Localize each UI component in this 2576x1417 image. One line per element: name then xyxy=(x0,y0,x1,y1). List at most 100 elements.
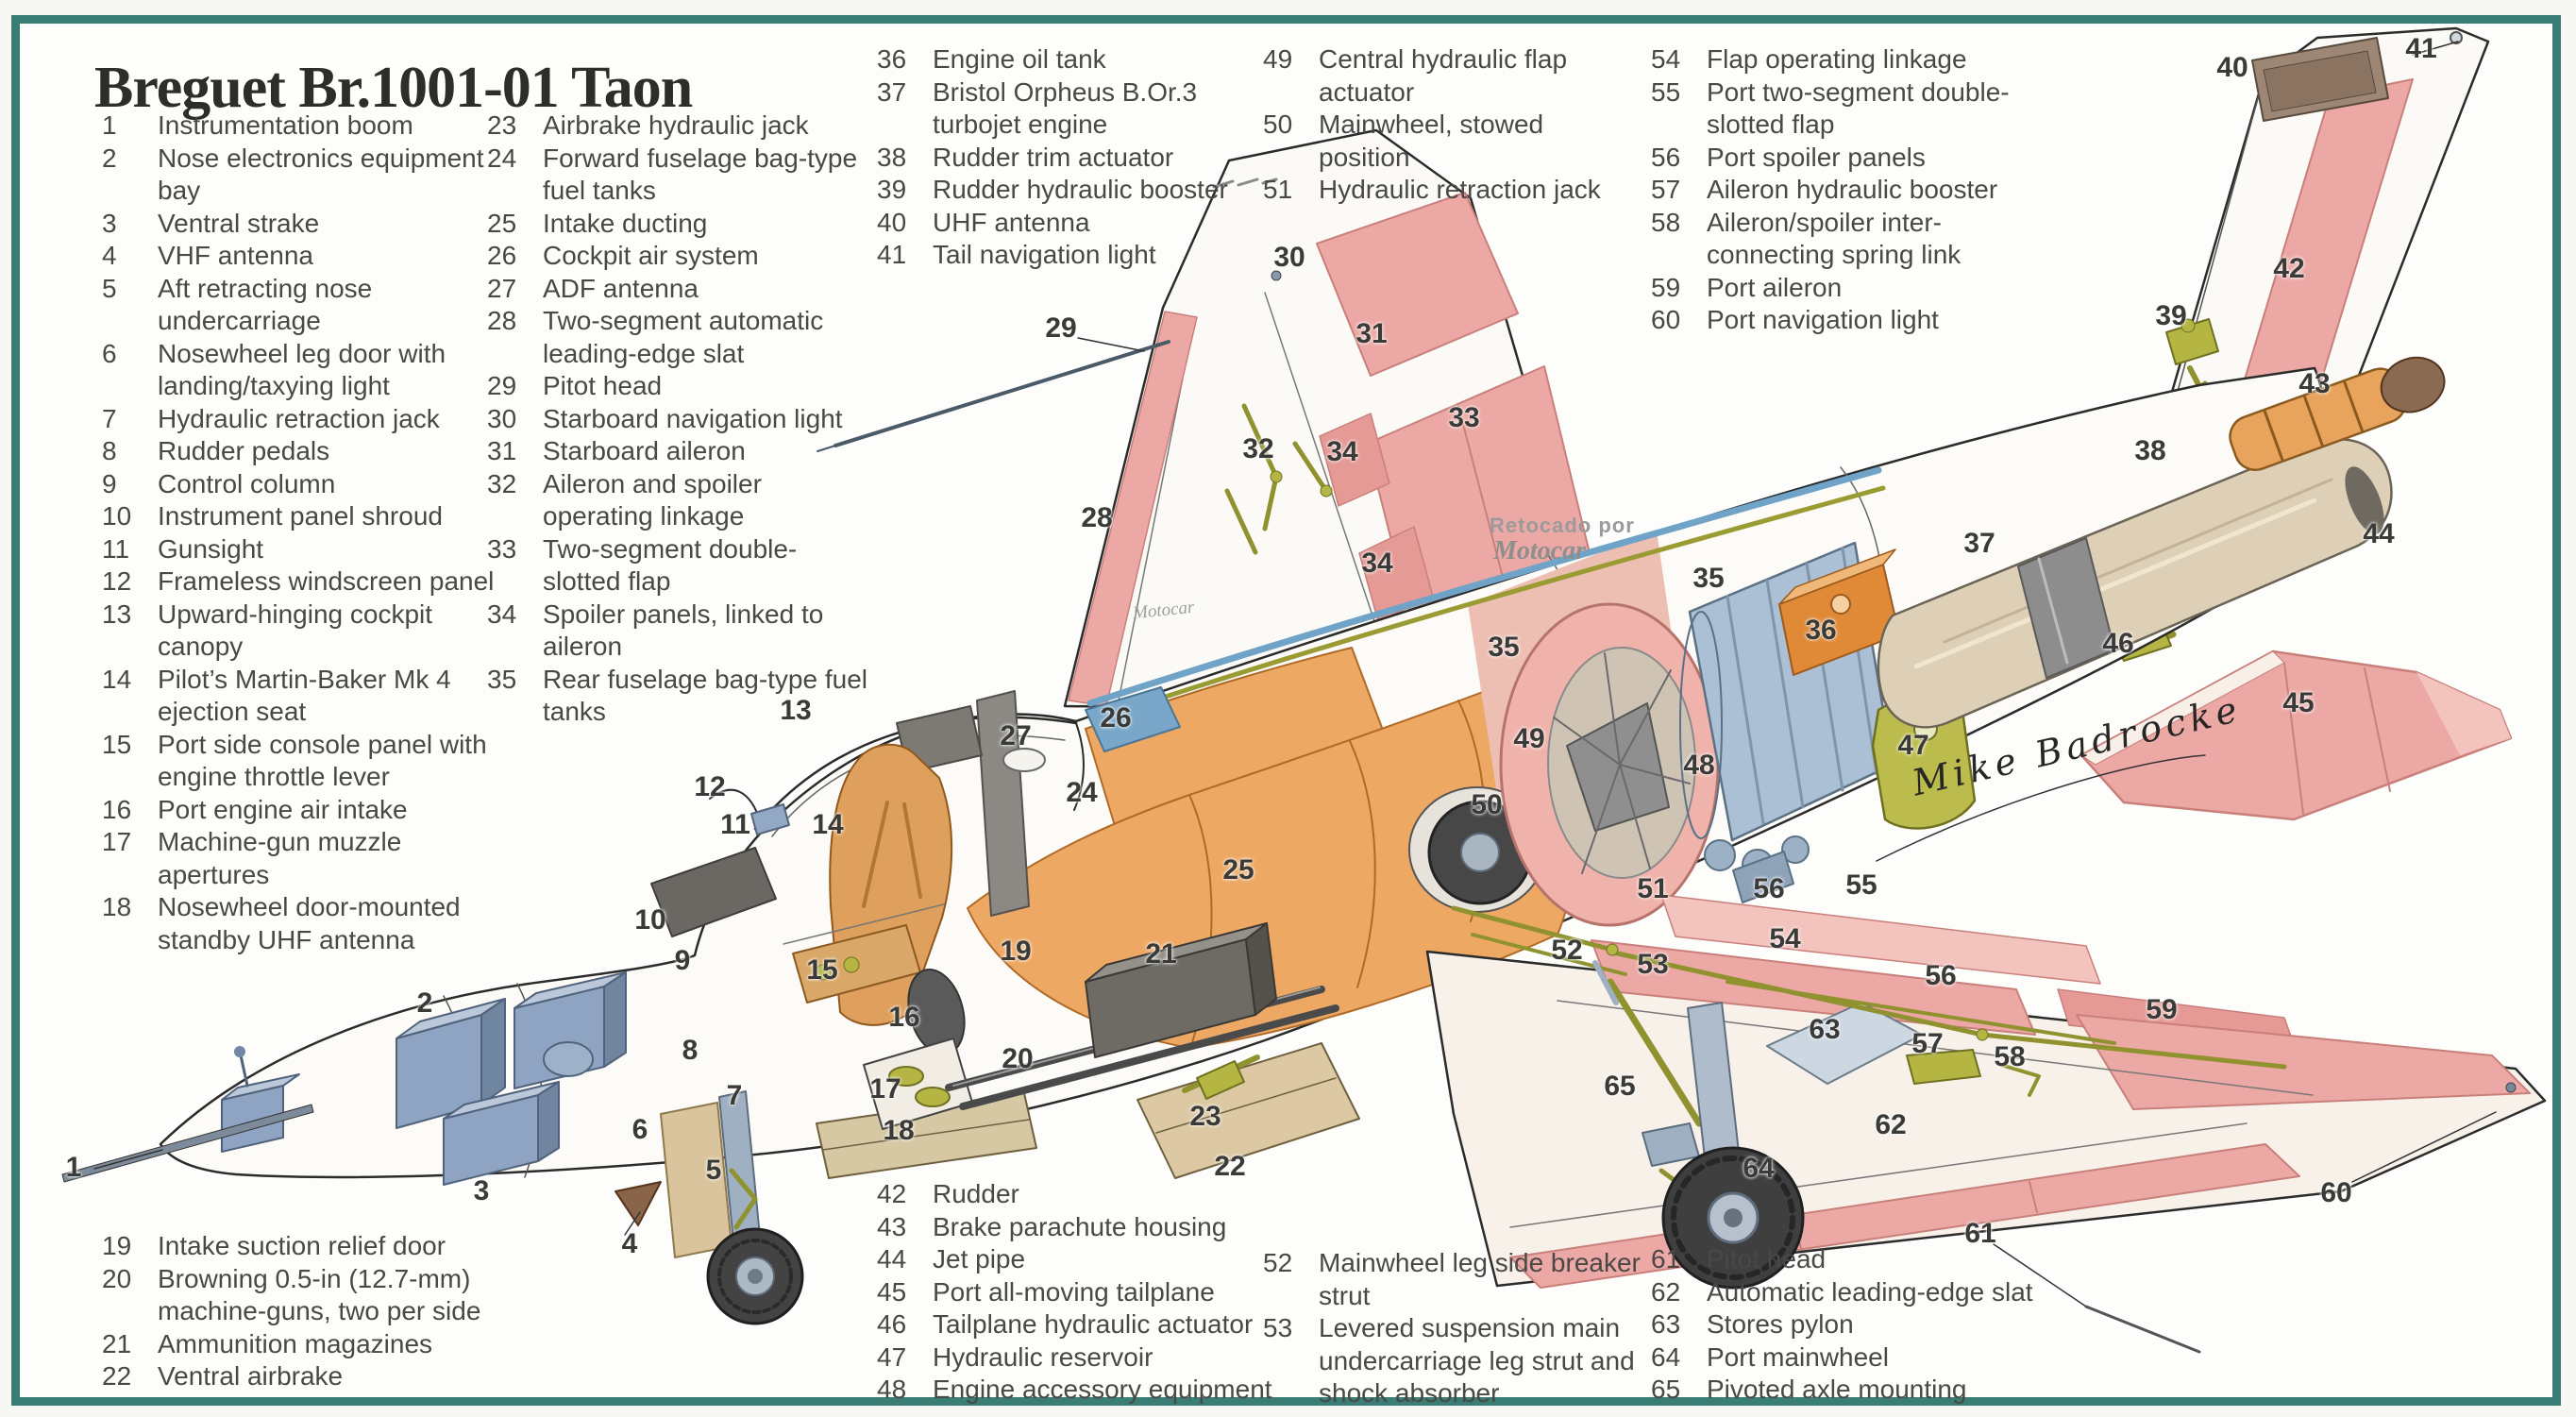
part-label: Rudder xyxy=(933,1179,1019,1208)
callout-number: 47 xyxy=(1897,730,1929,761)
part-label: Hydraulic reservoir xyxy=(933,1341,1153,1372)
brake-parachute-housing-43 xyxy=(2229,356,2446,471)
part-number: 42 xyxy=(877,1179,907,1208)
spoiler-panel-34 xyxy=(1319,413,1390,507)
gunsight-11 xyxy=(750,803,790,835)
part-label: Spoiler panels, linked to aileron xyxy=(543,599,824,662)
cockpit-air-system-26 xyxy=(1085,686,1181,752)
leader-lines xyxy=(93,41,2497,1307)
part-label: Bristol Orpheus B.Or.3 turbojet engine xyxy=(933,76,1198,140)
part-label: Hydraulic retraction jack xyxy=(158,403,440,433)
parts-list-item: 64 Port mainwheel xyxy=(1651,1341,2095,1375)
part-number: 58 xyxy=(1651,207,1681,237)
part-number: 44 xyxy=(877,1244,907,1274)
part-label: Port mainwheel xyxy=(1707,1341,1889,1372)
part-label: Nosewheel leg door with landing/taxying … xyxy=(158,338,446,401)
callout-number: 38 xyxy=(2134,435,2166,466)
part-number: 6 xyxy=(102,338,117,368)
watermark-retouch-line1: Retocado por xyxy=(1490,514,1635,537)
part-number: 8 xyxy=(102,436,117,465)
part-label: Rudder trim actuator xyxy=(933,142,1174,172)
part-number: 57 xyxy=(1651,175,1681,204)
callout-number: 18 xyxy=(883,1115,915,1146)
part-label: VHF antenna xyxy=(158,241,313,270)
part-label: Ammunition magazines xyxy=(158,1328,433,1358)
page-title: Breguet Br.1001-01 Taon xyxy=(94,55,693,120)
part-label: Forward fuselage bag-type fuel tanks xyxy=(543,143,858,206)
callout-number: 27 xyxy=(1000,720,1032,751)
part-number: 38 xyxy=(877,142,907,172)
part-label: Hydraulic retraction jack xyxy=(1319,175,1601,204)
part-label: Pivoted axle mounting xyxy=(1707,1375,1967,1404)
part-number: 40 xyxy=(877,207,907,237)
orpheus-turbojet-engine-37 xyxy=(1679,541,1977,903)
callout-number: 29 xyxy=(1045,312,1077,344)
part-number: 55 xyxy=(1651,76,1681,107)
part-number: 49 xyxy=(1263,44,1293,74)
callout-number: 32 xyxy=(1242,433,1274,464)
callout-number: 11 xyxy=(720,809,750,840)
part-number: 60 xyxy=(1651,305,1681,334)
callout-number: 8 xyxy=(682,1035,699,1066)
callout-number: 34 xyxy=(1361,548,1393,579)
part-number: 64 xyxy=(1651,1341,1681,1372)
part-label: Flap operating linkage xyxy=(1707,44,1967,74)
callout-number: 20 xyxy=(1002,1043,1034,1074)
port-pitot-61 xyxy=(2084,1305,2201,1354)
jet-pipe-44 xyxy=(1877,438,2393,729)
instrumentation-boom-1 xyxy=(61,1104,314,1183)
part-number: 34 xyxy=(487,599,517,629)
part-number: 14 xyxy=(102,664,132,694)
callout-number: 51 xyxy=(1637,873,1669,904)
part-number: 16 xyxy=(102,794,132,824)
parts-list-item: 42 Rudder xyxy=(877,1178,1321,1211)
intake-ring-35 xyxy=(1499,602,1720,927)
part-number: 51 xyxy=(1263,175,1293,204)
part-label: Rudder pedals xyxy=(158,436,330,465)
part-number: 21 xyxy=(102,1328,132,1358)
part-number: 3 xyxy=(102,208,117,238)
callout-number: 9 xyxy=(674,945,691,976)
ventral-airbrake-22 xyxy=(1136,1042,1360,1179)
part-number: 48 xyxy=(877,1375,907,1404)
watermark-retouch-line2: Motocar xyxy=(1493,536,1586,565)
nose-electronics-bay-2 xyxy=(61,971,662,1226)
part-label: Pitot head xyxy=(543,371,663,400)
callout-number: 45 xyxy=(2282,687,2315,718)
callout-number: 61 xyxy=(1964,1218,1996,1249)
part-label: Engine accessory equipment xyxy=(933,1375,1272,1404)
part-number: 2 xyxy=(102,143,117,173)
part-label: Instrument panel shroud xyxy=(158,501,443,531)
callout-number: 54 xyxy=(1769,923,1801,954)
part-number: 18 xyxy=(102,892,132,921)
callout-number: 65 xyxy=(1604,1071,1636,1102)
port-nav-light-60 xyxy=(2505,1082,2517,1093)
parts-list-item: 6 Nosewheel leg door with landing/taxying… xyxy=(102,338,498,403)
part-label: Pitot head xyxy=(1707,1244,1827,1274)
callout-number: 26 xyxy=(1100,702,1132,734)
part-number: 20 xyxy=(102,1263,132,1293)
